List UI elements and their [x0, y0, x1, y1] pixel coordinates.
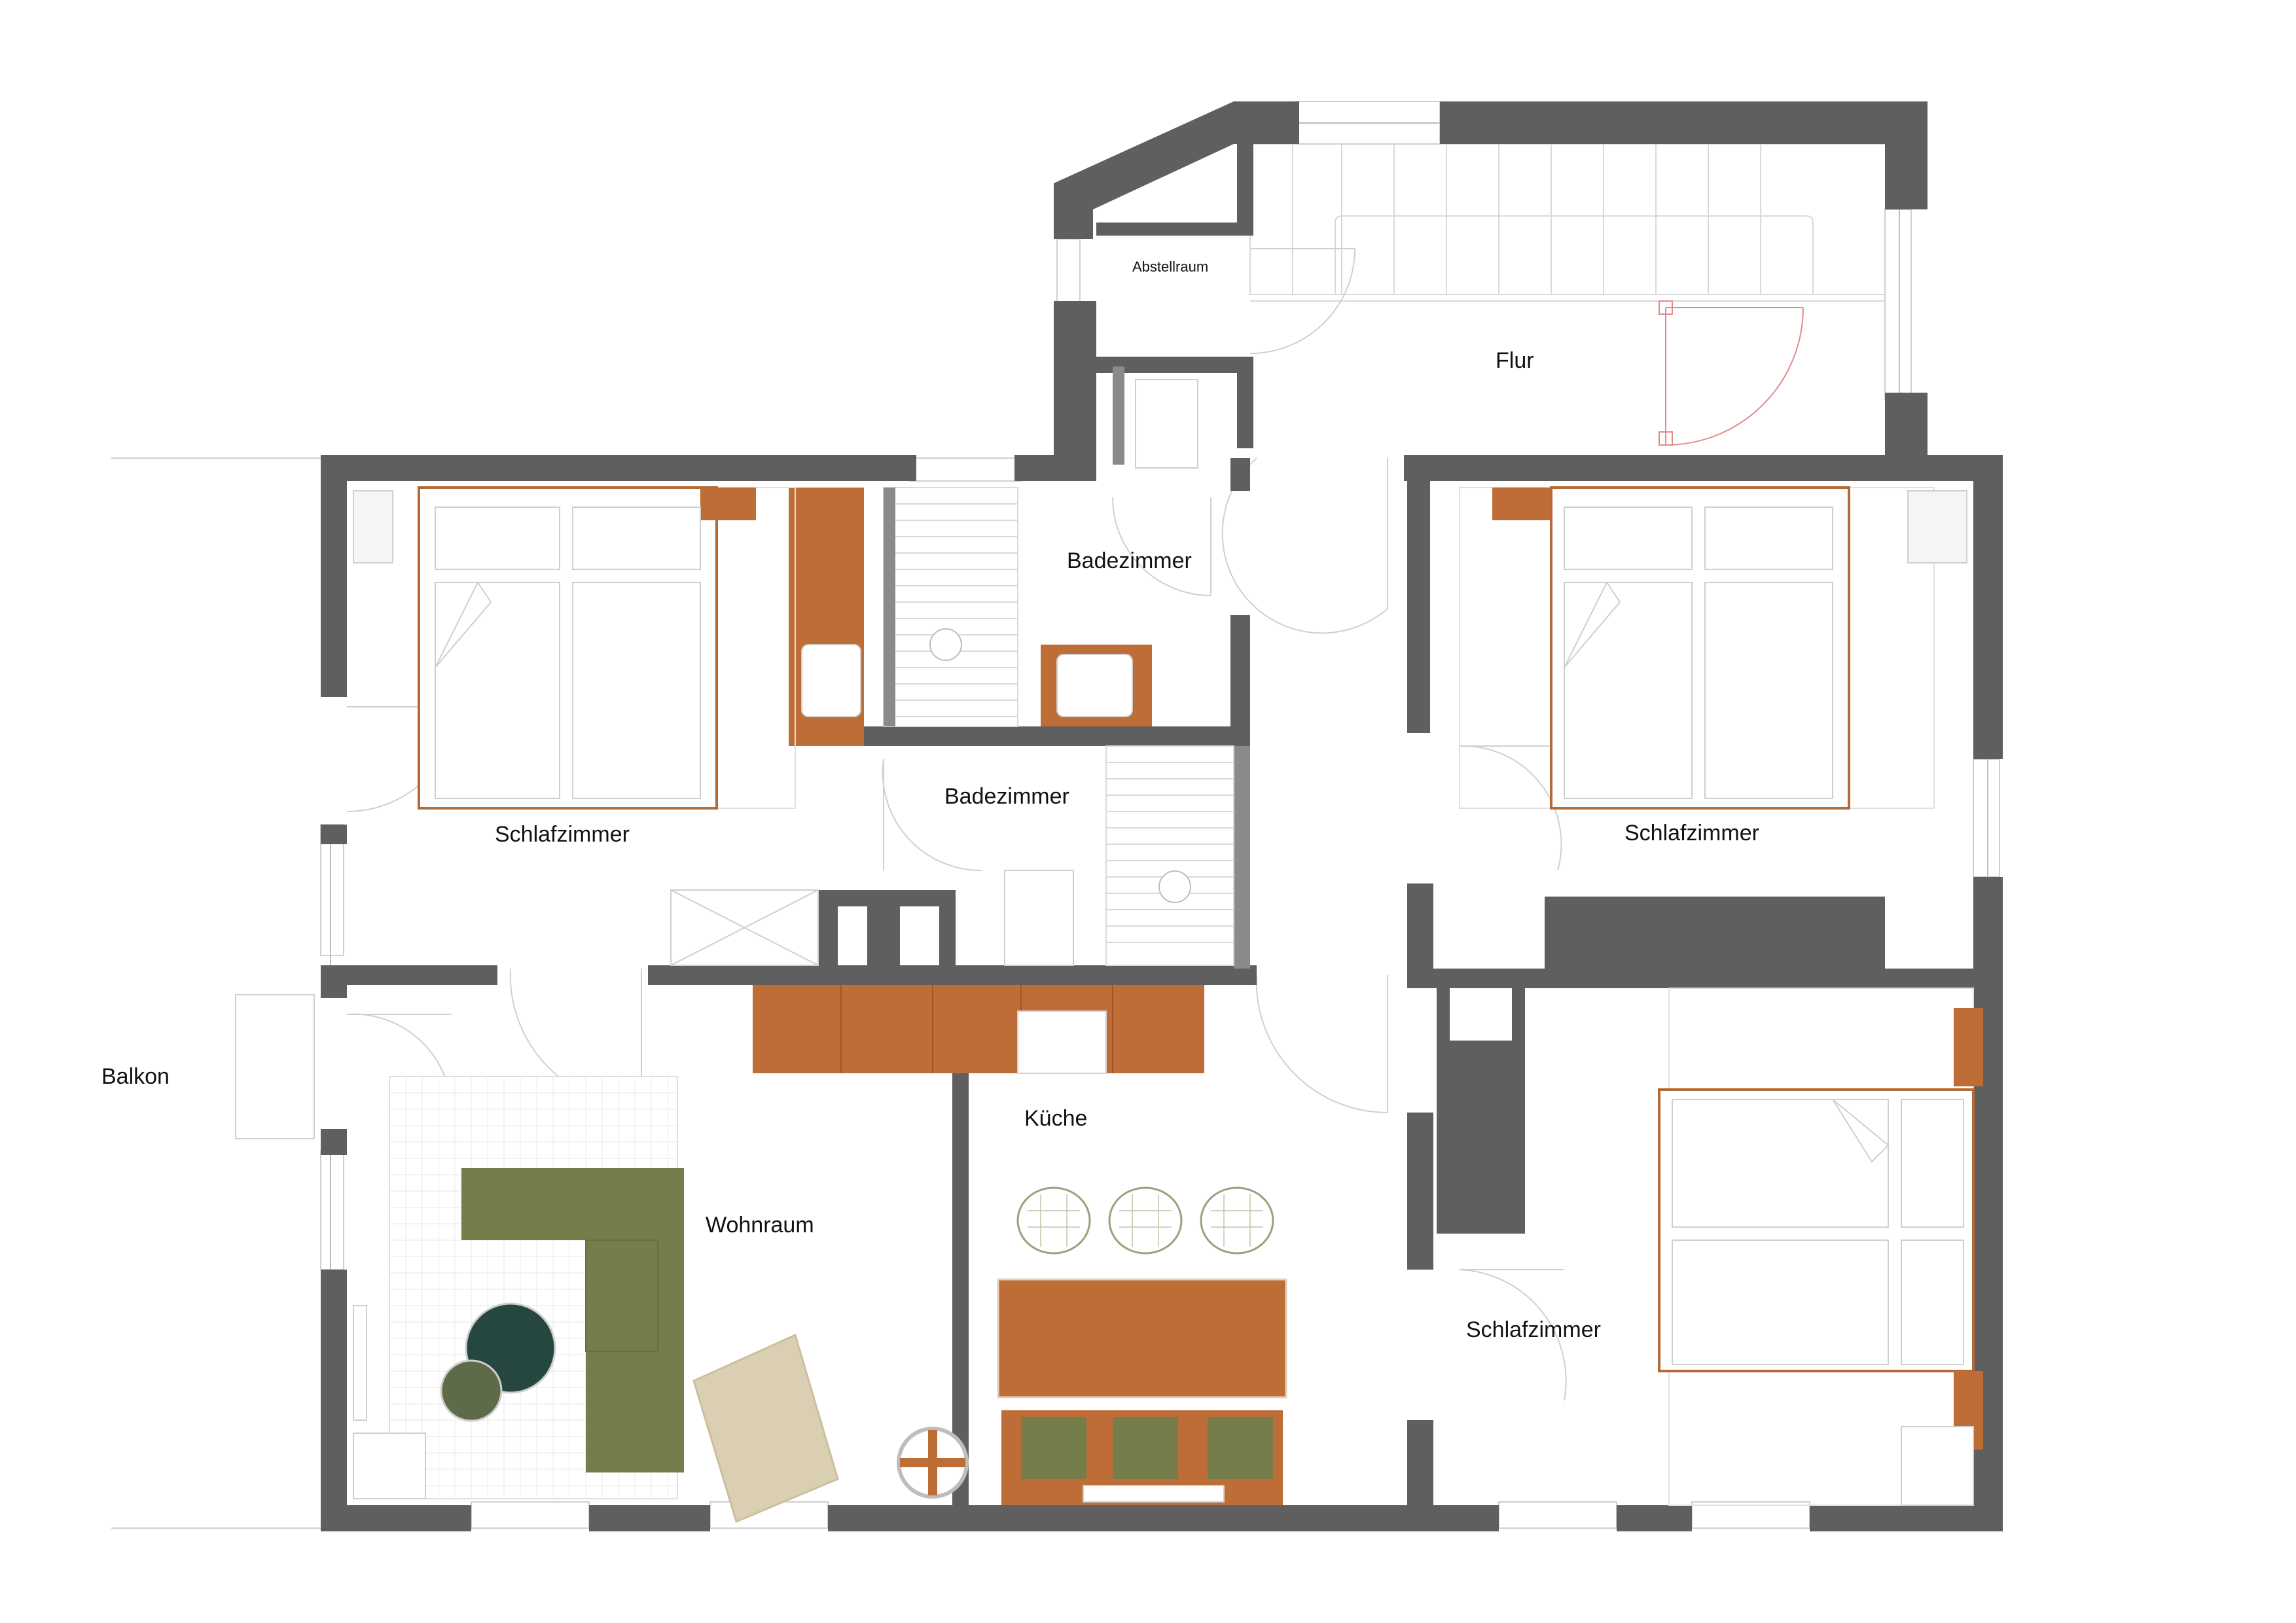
toilet-bad-2	[1004, 870, 1074, 966]
door-swings	[346, 248, 1567, 1401]
partition-walls-grey	[1113, 366, 1250, 969]
nightstand-2	[1492, 488, 1551, 520]
label-badezimmer-1: Badezimmer	[1067, 548, 1192, 573]
radiator-living	[353, 1305, 367, 1421]
bed-1-details	[435, 507, 701, 799]
floor-lamp-icon	[897, 1427, 969, 1499]
label-schlafzimmer-1: Schlafzimmer	[495, 822, 630, 847]
dining-table	[997, 1278, 1287, 1399]
kitchen-sink	[1017, 1010, 1107, 1074]
sofa-cushion-line	[585, 1240, 658, 1352]
bed-3	[1658, 1088, 1975, 1372]
bed-3-details	[1672, 1099, 1964, 1365]
bed-2	[1550, 486, 1850, 810]
armchair-rug	[692, 1333, 839, 1524]
nightstand-3a	[1954, 1008, 1983, 1086]
corner-sofa	[461, 1168, 684, 1472]
shower-slats-bad-1	[883, 487, 1018, 727]
nightstand-1	[700, 488, 756, 520]
kitchen-counter	[753, 985, 1204, 1073]
toilet-bad-1	[1135, 379, 1198, 469]
wardrobe-nook-2	[1907, 490, 1967, 563]
bed-2-details	[1564, 507, 1833, 799]
label-balkon: Balkon	[101, 1064, 170, 1089]
storage-box-hatched	[670, 889, 819, 966]
window-sash-lines	[330, 122, 1988, 1270]
balcony-outline	[111, 457, 321, 1529]
wardrobe-3-niche	[1437, 988, 1525, 1060]
wardrobe-3	[1437, 1060, 1525, 1234]
label-wohnraum: Wohnraum	[706, 1213, 814, 1238]
side-table-living	[353, 1433, 426, 1499]
bench-cushions	[1021, 1417, 1273, 1479]
shower-slats-bad-2	[1105, 745, 1234, 966]
wardrobe-nook-1	[353, 490, 393, 563]
wardrobe-2	[1545, 897, 1885, 969]
label-abstellraum: Abstellraum	[1132, 259, 1208, 275]
entry-door	[1659, 300, 1804, 446]
label-badezimmer-2: Badezimmer	[944, 784, 1069, 809]
sink-bad-2	[1056, 654, 1133, 717]
stool	[440, 1359, 503, 1422]
bed-1	[418, 486, 718, 810]
shelf-openings	[838, 906, 939, 965]
shower-drains	[929, 628, 1191, 903]
label-schlafzimmer-2: Schlafzimmer	[1624, 821, 1759, 846]
bar-stool-mesh	[1028, 1194, 1263, 1247]
sink-bad-1	[801, 644, 861, 717]
radiator	[1083, 1485, 1225, 1503]
label-kueche: Küche	[1024, 1106, 1087, 1131]
label-schlafzimmer-3: Schlafzimmer	[1466, 1317, 1601, 1342]
label-flur: Flur	[1496, 348, 1534, 373]
bar-stools	[1016, 1186, 1274, 1255]
stair-lines	[1249, 143, 1892, 302]
shower-glass-bad-1	[884, 488, 895, 726]
side-table-3	[1901, 1426, 1974, 1506]
